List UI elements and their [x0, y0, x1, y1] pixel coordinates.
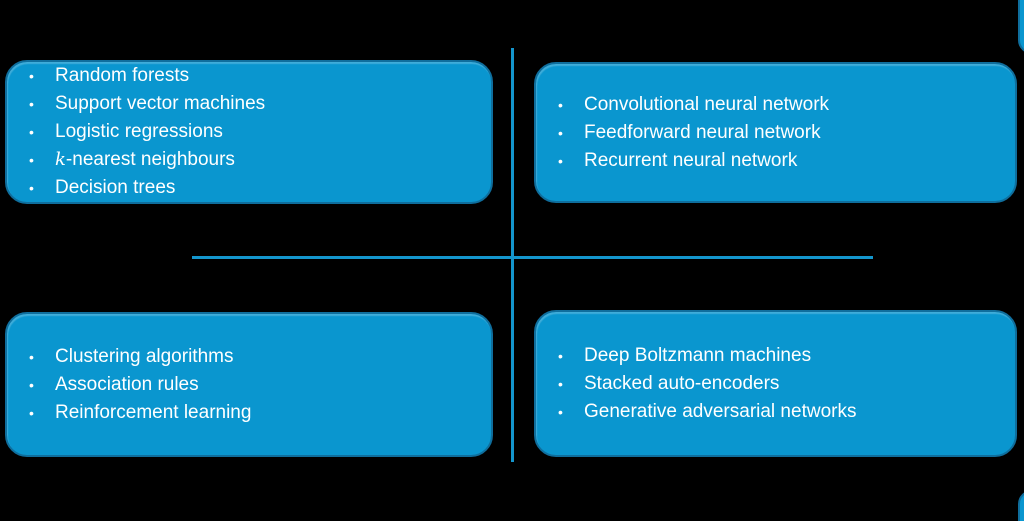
item-text: Recurrent neural network: [584, 149, 798, 171]
list-item: • Convolutional neural network: [558, 91, 1005, 119]
bullet-icon: •: [558, 152, 563, 169]
list-item: • Support vector machines: [29, 90, 481, 118]
item-text: Support vector machines: [55, 93, 266, 114]
bullet-list-bottom-left: • Clustering algorithms • Association ru…: [7, 343, 491, 427]
list-item: • Decision trees: [29, 174, 481, 202]
list-item: • Generative adversarial networks: [558, 398, 1005, 426]
quadrant-box-bottom-right: • Deep Boltzmann machines • Stacked auto…: [534, 310, 1017, 457]
item-text-rest: -nearest neighbours: [65, 149, 235, 170]
bullet-list-top-right: • Convolutional neural network • Feedfor…: [536, 91, 1015, 175]
item-text: Generative adversarial networks: [584, 400, 857, 422]
list-item: • Reinforcement learning: [29, 399, 481, 427]
item-text: Random forests: [55, 65, 190, 86]
item-text: Clustering algorithms: [55, 345, 234, 367]
bullet-icon: •: [29, 124, 34, 140]
list-item: • Logistic regressions: [29, 118, 481, 146]
list-item: • Feedforward neural network: [558, 119, 1005, 147]
item-text: Reinforcement learning: [55, 401, 252, 423]
bullet-icon: •: [558, 403, 563, 420]
bullet-icon: •: [558, 96, 563, 113]
item-text: Feedforward neural network: [584, 121, 821, 143]
item-text: Convolutional neural network: [584, 93, 830, 115]
item-text: Decision trees: [55, 177, 176, 198]
horizontal-divider-line: [192, 256, 873, 259]
bullet-icon: •: [558, 124, 563, 141]
list-item: • Association rules: [29, 371, 481, 399]
bullet-icon: •: [558, 375, 563, 392]
quadrant-box-top-left: • Random forests • Support vector machin…: [5, 60, 493, 204]
item-text: k-nearest neighbours: [55, 146, 235, 173]
list-item: • Clustering algorithms: [29, 343, 481, 371]
bullet-icon: •: [29, 404, 34, 421]
quadrant-box-top-right: • Convolutional neural network • Feedfor…: [534, 62, 1017, 203]
list-item: • Stacked auto-encoders: [558, 370, 1005, 398]
bullet-icon: •: [29, 376, 34, 393]
italic-k-symbol: k: [55, 149, 66, 170]
bullet-icon: •: [29, 152, 34, 168]
list-item: • Recurrent neural network: [558, 147, 1005, 175]
vertical-divider-line: [511, 48, 514, 462]
quadrant-box-bottom-left: • Clustering algorithms • Association ru…: [5, 312, 493, 457]
item-text: Deep Boltzmann machines: [584, 344, 812, 366]
bullet-list-bottom-right: • Deep Boltzmann machines • Stacked auto…: [536, 342, 1015, 426]
item-text: Stacked auto-encoders: [584, 372, 780, 394]
bullet-icon: •: [29, 68, 34, 84]
item-text: Association rules: [55, 373, 199, 395]
list-item: • Deep Boltzmann machines: [558, 342, 1005, 370]
bullet-list-top-left: • Random forests • Support vector machin…: [7, 62, 491, 202]
clipped-box-sliver-bottom-right: [1018, 490, 1024, 521]
bullet-icon: •: [558, 347, 563, 364]
bullet-icon: •: [29, 96, 34, 112]
bullet-icon: •: [29, 348, 34, 365]
list-item: • k-nearest neighbours: [29, 146, 481, 174]
item-text: Logistic regressions: [55, 121, 223, 142]
bullet-icon: •: [29, 180, 34, 196]
clipped-box-sliver-top-right: [1018, 0, 1024, 54]
list-item: • Random forests: [29, 62, 481, 90]
